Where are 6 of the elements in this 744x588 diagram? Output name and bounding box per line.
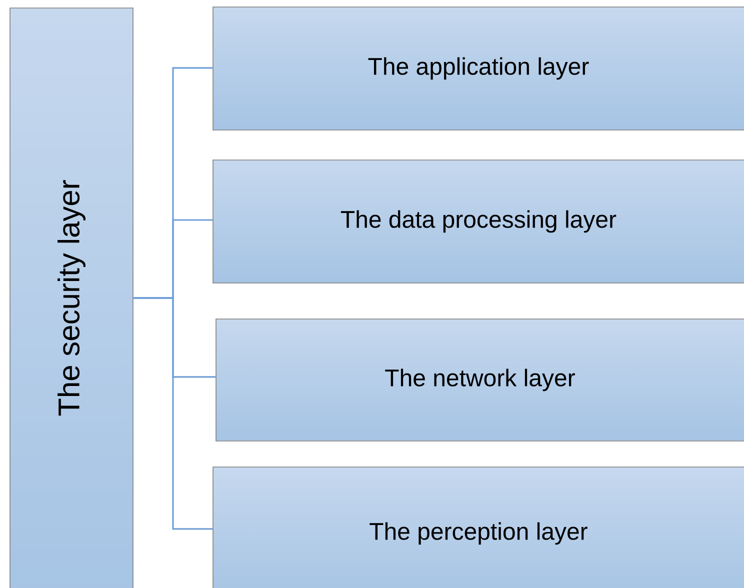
connector-line <box>133 297 213 530</box>
layer-box: The network layer <box>216 318 744 442</box>
layer-box: The perception layer <box>212 466 744 588</box>
layer-box: The data processing layer <box>212 160 744 284</box>
layer-bar: The security layer <box>10 8 134 588</box>
layer-box: The application layer <box>212 6 744 130</box>
